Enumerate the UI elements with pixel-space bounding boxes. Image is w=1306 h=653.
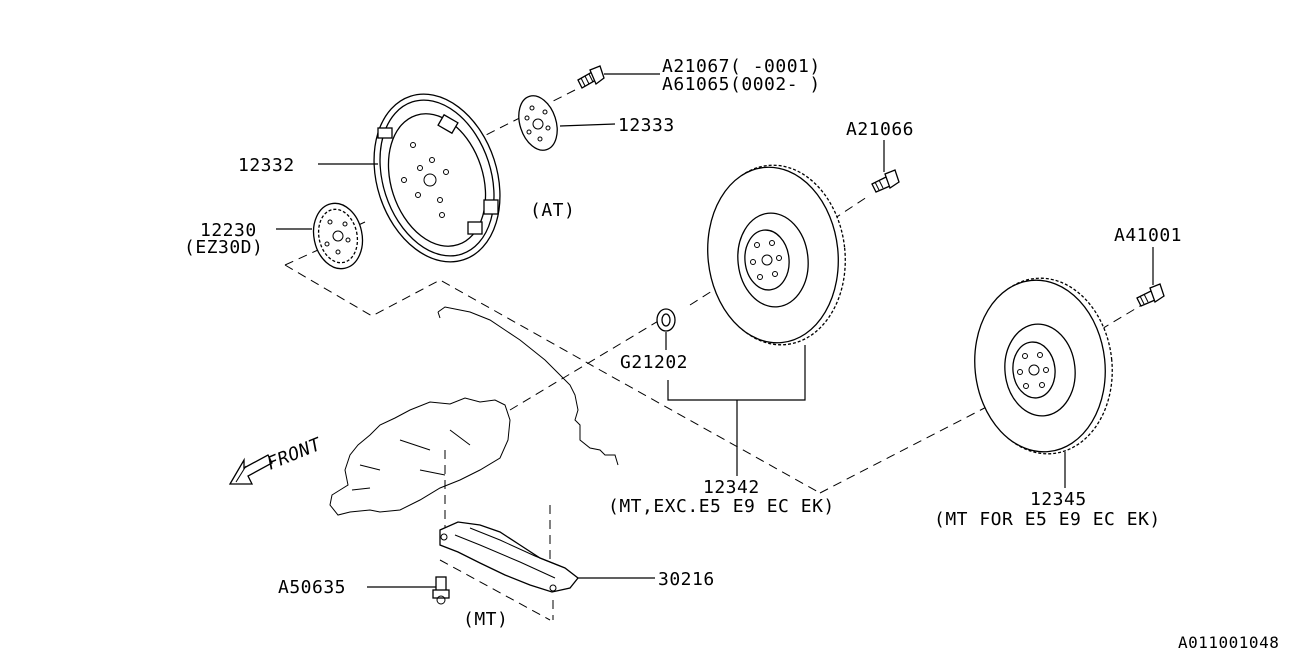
label-30216: 30216 (658, 569, 715, 590)
label-12333: 12333 (618, 115, 675, 136)
drive-plate-12332 (373, 93, 501, 263)
label-a61065: A61065(0002- ) (662, 74, 821, 95)
label-12342: 12342 (703, 477, 760, 498)
label-at: (AT) (530, 200, 575, 221)
reinforcement-plate-12333 (518, 95, 558, 151)
label-12230: 12230 (200, 220, 257, 241)
label-12332: 12332 (238, 155, 295, 176)
label-12345: 12345 (1030, 489, 1087, 510)
bolt-a41001 (1136, 283, 1165, 307)
pilot-bearing-g21202 (656, 308, 676, 332)
label-g21202: G21202 (620, 352, 688, 373)
label-a41001: A41001 (1114, 225, 1182, 246)
bolt-a21066 (871, 169, 900, 193)
label-mt: (MT) (463, 609, 508, 630)
front-label: FRONT (264, 434, 325, 475)
label-mt-for: (MT FOR E5 E9 EC EK) (934, 509, 1161, 530)
label-a21066: A21066 (846, 119, 914, 140)
bolt-a21067 (577, 65, 605, 89)
bolt-a50635 (432, 576, 450, 605)
label-a50635: A50635 (278, 577, 346, 598)
label-ez30d: (EZ30D) (184, 237, 263, 258)
leader-lines (276, 73, 1154, 588)
front-arrow-icon (228, 454, 273, 485)
under-cover-30216 (439, 521, 579, 593)
engine-transmission-outline (329, 306, 619, 516)
flywheel-12345 (974, 277, 1113, 455)
label-mt-exc: (MT,EXC.E5 E9 EC EK) (608, 496, 835, 517)
flywheel-12342 (707, 164, 846, 346)
ring-gear-12230 (312, 202, 364, 270)
label-a21067: A21067( -0001) (662, 56, 821, 77)
diagram-id: A011001048 (1178, 633, 1279, 652)
